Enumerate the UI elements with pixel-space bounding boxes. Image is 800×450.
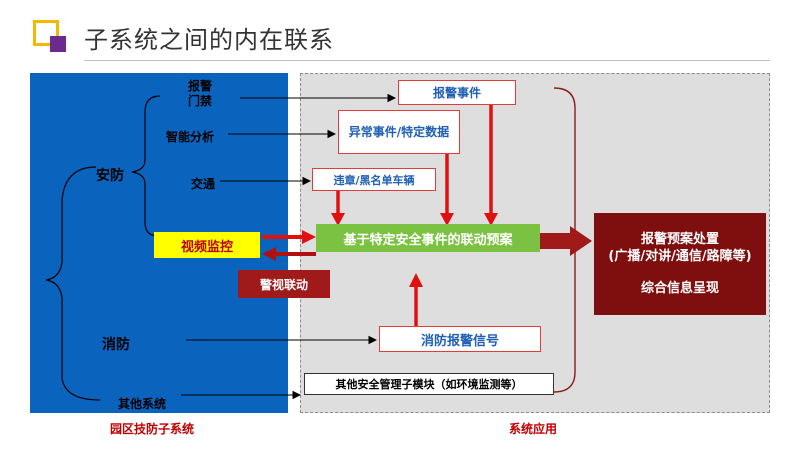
brace-security — [131, 95, 161, 237]
label-smart-analysis: 智能分析 — [166, 130, 215, 144]
right-panel-caption: 系统应用 — [509, 422, 558, 436]
label-traffic: 交通 — [191, 177, 216, 191]
linkage-plan-box: 基于特定安全事件的联动预案 — [316, 224, 540, 252]
brace-main — [45, 166, 101, 401]
fire-signal-box: 消防报警信号 — [379, 326, 541, 352]
title-divider — [84, 60, 770, 61]
video-linkage-box: 警视联动 — [238, 270, 330, 298]
violation-box: 违章/黑名单车辆 — [312, 168, 436, 191]
page-title: 子系统之间的内在联系 — [84, 26, 334, 54]
video-monitoring-box: 视频监控 — [154, 232, 260, 258]
logo-square-fill — [50, 36, 66, 52]
other-module-box: 其他安全管理子模块（如环境监测等） — [304, 373, 554, 395]
alarm-event-box: 报警事件 — [398, 80, 516, 105]
result-subtitle: (广播/对讲/通信/路障等) — [608, 249, 752, 265]
label-other-system: 其他系统 — [118, 397, 167, 411]
result-box: 报警预案处置 (广播/对讲/通信/路障等) 综合信息呈现 — [594, 213, 766, 315]
label-security: 安防 — [96, 168, 124, 184]
label-alarm-access: 报警 门禁 — [188, 79, 213, 108]
left-panel-caption: 园区技防子系统 — [110, 422, 195, 436]
abnormal-event-box: 异常事件/特定数据 — [338, 110, 460, 154]
result-footer: 综合信息呈现 — [640, 280, 719, 296]
result-title: 报警预案处置 — [640, 231, 719, 247]
logo-square-outline — [33, 20, 59, 46]
label-fire: 消防 — [102, 337, 130, 353]
